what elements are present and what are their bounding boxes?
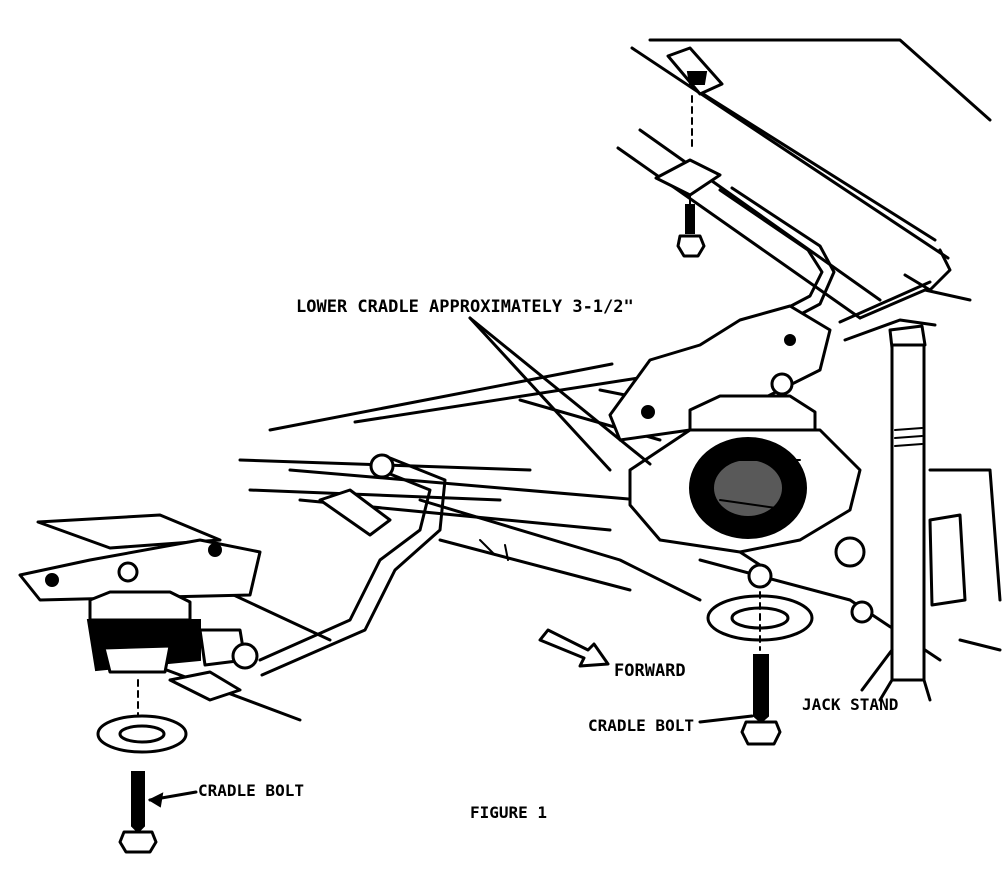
lower-cradle-label: LOWER CRADLE APPROXIMATELY 3-1/2": [296, 297, 634, 317]
left-bolt-leader: [147, 790, 198, 808]
left-cradle-bolt-icon: [118, 771, 158, 854]
upper-bolt-icon: [676, 204, 706, 258]
left-washer: [96, 679, 188, 754]
right-cradle-bolt-icon: [740, 654, 782, 746]
right-cradle-mount: [628, 394, 874, 624]
lower-cradle-leader: [468, 316, 652, 472]
right-side-detail: [928, 468, 1002, 652]
figure-caption: FIGURE 1: [470, 803, 547, 822]
frame-rails: [138, 362, 942, 722]
left-cradle-mount: [86, 561, 259, 702]
jack-stand-label: JACK STAND: [802, 695, 898, 714]
body-floor-pan: [616, 38, 992, 342]
left-plates: [18, 513, 262, 602]
stabilizer-bar: [258, 453, 509, 677]
jack-stand: [878, 324, 932, 702]
right-washer: [706, 591, 814, 651]
upper-bracket: [654, 46, 724, 233]
right-plate: [608, 304, 832, 442]
forward-label: FORWARD: [614, 661, 686, 681]
right-bolt-leader: [698, 714, 754, 724]
cradle-bolt-right-label: CRADLE BOLT: [588, 716, 694, 735]
forward-arrow-icon: [538, 628, 610, 668]
jack-stand-leader: [860, 648, 894, 692]
cradle-bolt-left-label: CRADLE BOLT: [198, 781, 304, 800]
